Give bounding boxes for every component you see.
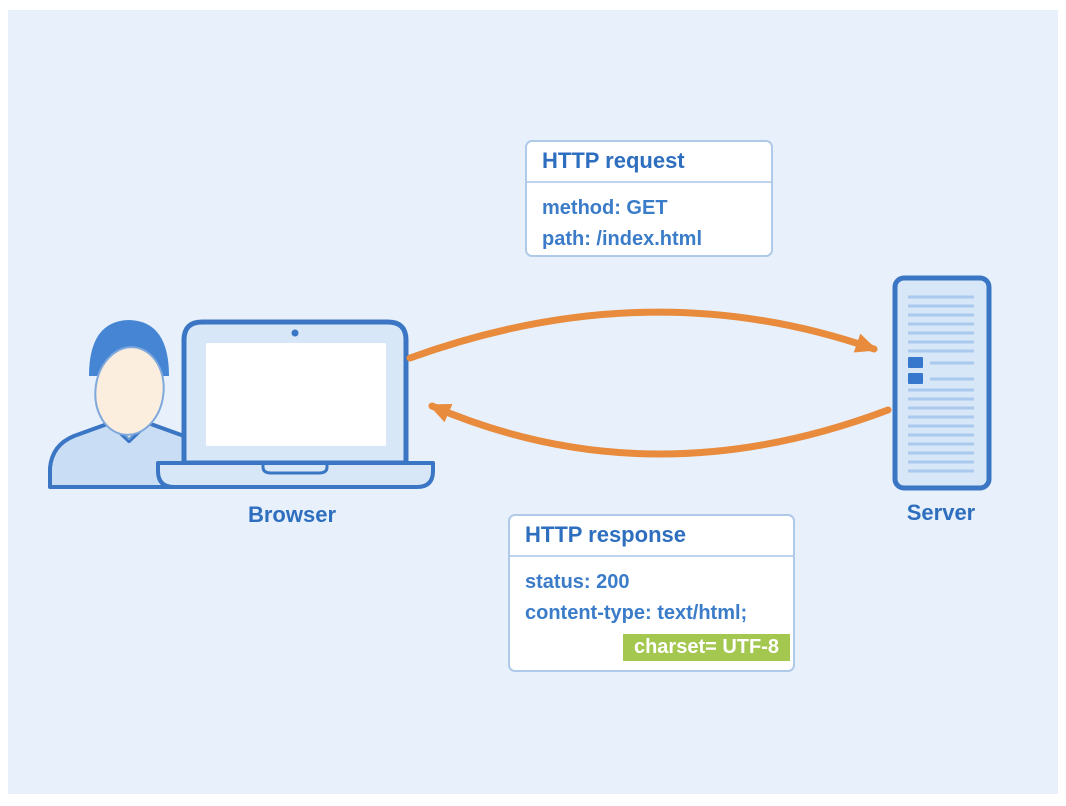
server-led-square [908, 357, 923, 368]
charset-highlight-badge: charset= UTF-8 [623, 634, 790, 661]
laptop-base [156, 461, 435, 489]
response-status-line: status: 200 [525, 571, 630, 593]
http-response-arrow [428, 402, 892, 458]
http-request-body: method: GET path: /index.html [527, 183, 771, 265]
laptop-screen [206, 343, 386, 446]
request-path-line: path: /index.html [542, 228, 702, 250]
laptop-notch [261, 464, 329, 475]
browser-label: Browser [247, 502, 337, 527]
http-request-title: HTTP request [527, 142, 771, 183]
laptop-webcam-dot [291, 329, 299, 337]
server-led-square [908, 373, 923, 384]
http-response-box: HTTP response status: 200 content-type: … [508, 514, 795, 672]
http-request-box: HTTP request method: GET path: /index.ht… [525, 140, 773, 257]
laptop-icon [156, 319, 435, 489]
server-label: Server [906, 500, 976, 525]
request-method-line: method: GET [542, 197, 668, 219]
user-face [94, 346, 165, 436]
http-response-title: HTTP response [510, 516, 793, 557]
server-icon [892, 275, 992, 491]
http-response-body: status: 200 content-type: text/html; cha… [510, 557, 793, 673]
response-content-type-line: content-type: text/html; [525, 602, 748, 624]
server-vent-lines [908, 295, 974, 473]
http-request-arrow [406, 308, 878, 362]
